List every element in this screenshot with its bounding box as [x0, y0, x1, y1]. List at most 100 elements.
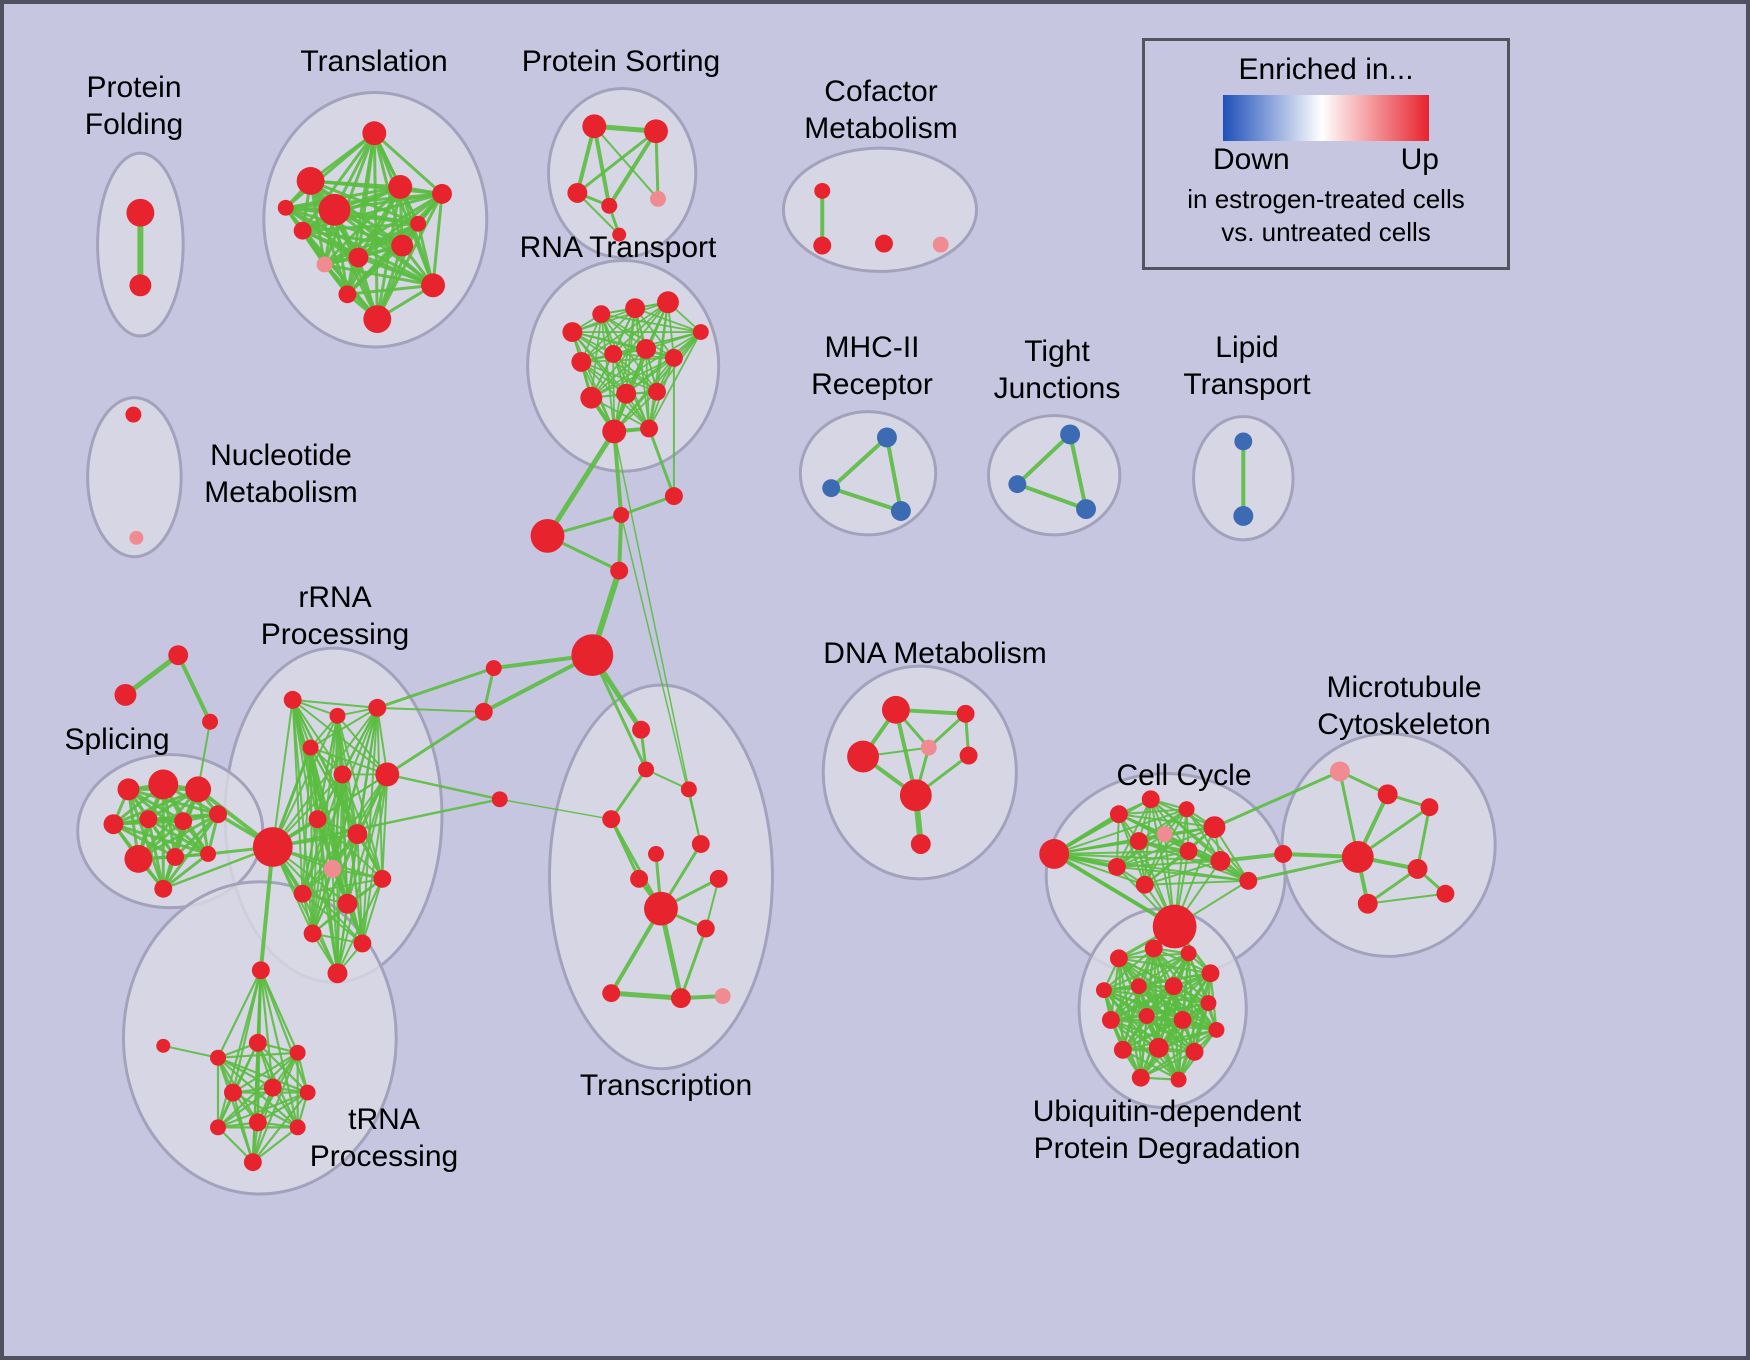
node-connectors-7[interactable]	[491, 791, 508, 808]
node-ubiquitin-7[interactable]	[1200, 995, 1217, 1012]
node-dna-metabolism-6[interactable]	[910, 834, 931, 854]
node-transcription-1[interactable]	[638, 761, 655, 778]
node-rna-transport-13[interactable]	[692, 324, 709, 341]
node-microtubule-5[interactable]	[1407, 858, 1428, 879]
node-ubiquitin-14[interactable]	[1185, 1042, 1204, 1061]
node-connectors-10[interactable]	[202, 713, 219, 730]
node-splicing-4[interactable]	[139, 810, 158, 829]
node-translation-4[interactable]	[432, 183, 452, 204]
node-rna-transport-0[interactable]	[562, 322, 583, 342]
node-splicing-6[interactable]	[209, 805, 227, 824]
node-tight-junctions-1[interactable]	[1008, 475, 1027, 494]
node-transcription-11[interactable]	[714, 988, 731, 1005]
node-rrna-processing-11[interactable]	[337, 893, 358, 914]
node-translation-3[interactable]	[388, 174, 413, 199]
node-nucleotide-metabolism-0[interactable]	[125, 406, 142, 423]
node-transcription-7[interactable]	[691, 835, 710, 853]
node-ubiquitin-16[interactable]	[1170, 1071, 1187, 1088]
node-cofactor-metabolism-0[interactable]	[814, 182, 831, 199]
node-rrna-processing-1[interactable]	[329, 707, 346, 724]
node-connectors-6[interactable]	[474, 702, 493, 721]
node-cell-cycle-10[interactable]	[1135, 875, 1154, 894]
node-transcription-12[interactable]	[696, 919, 715, 938]
node-ubiquitin-4[interactable]	[1095, 982, 1112, 999]
node-translation-6[interactable]	[316, 256, 333, 273]
node-translation-8[interactable]	[391, 234, 414, 257]
node-rrna-processing-0[interactable]	[283, 690, 302, 709]
node-splicing-1[interactable]	[148, 769, 179, 800]
node-ubiquitin-3[interactable]	[1201, 964, 1220, 983]
node-transcription-0[interactable]	[632, 720, 651, 739]
node-rna-transport-5[interactable]	[604, 344, 623, 363]
node-protein-sorting-2[interactable]	[567, 182, 588, 203]
node-translation-11[interactable]	[338, 285, 357, 304]
node-trna-processing-9[interactable]	[289, 1119, 306, 1136]
node-dna-metabolism-3[interactable]	[920, 739, 937, 756]
node-rrna-processing-12[interactable]	[373, 869, 392, 888]
node-protein-sorting-5[interactable]	[612, 227, 627, 242]
node-transcription-3[interactable]	[602, 810, 621, 829]
node-rna-transport-9[interactable]	[616, 383, 637, 404]
node-rrna-processing-9[interactable]	[323, 859, 342, 878]
node-connectors-9[interactable]	[114, 683, 137, 706]
node-rna-transport-12[interactable]	[640, 419, 658, 438]
node-rna-transport-7[interactable]	[664, 348, 683, 367]
node-trna-processing-5[interactable]	[263, 1078, 282, 1097]
node-connectors-4[interactable]	[571, 634, 614, 677]
node-splicing-10[interactable]	[154, 879, 173, 898]
node-trna-processing-10[interactable]	[243, 1153, 262, 1172]
node-dna-metabolism-2[interactable]	[847, 740, 879, 773]
node-transcription-2[interactable]	[680, 781, 697, 798]
node-rrna-processing-10[interactable]	[293, 884, 312, 903]
node-ubiquitin-13[interactable]	[1148, 1037, 1169, 1058]
node-ubiquitin-5[interactable]	[1130, 978, 1147, 995]
node-microtubule-2[interactable]	[1420, 798, 1439, 817]
node-connectors-8[interactable]	[168, 645, 189, 666]
node-protein-sorting-1[interactable]	[644, 119, 668, 144]
node-microtubule-4[interactable]	[1341, 841, 1374, 873]
node-cell-cycle-2[interactable]	[1141, 790, 1160, 809]
node-cell-cycle-4[interactable]	[1203, 816, 1226, 839]
node-transcription-10[interactable]	[670, 988, 691, 1009]
node-connectors-2[interactable]	[664, 487, 683, 506]
node-microtubule-0[interactable]	[1329, 761, 1350, 782]
node-ubiquitin-15[interactable]	[1131, 1068, 1150, 1087]
node-mhc-ii-receptor-1[interactable]	[822, 479, 841, 498]
node-cell-cycle-6[interactable]	[1156, 826, 1173, 843]
node-rrna-processing-14[interactable]	[353, 934, 372, 953]
node-trna-processing-2[interactable]	[248, 1033, 267, 1052]
node-translation-13[interactable]	[277, 199, 294, 216]
node-mhc-ii-receptor-2[interactable]	[890, 501, 911, 521]
node-splicing-5[interactable]	[174, 812, 193, 831]
node-trna-processing-3[interactable]	[289, 1044, 306, 1061]
node-splicing-2[interactable]	[185, 776, 212, 803]
node-rrna-processing-2[interactable]	[368, 698, 387, 717]
node-translation-12[interactable]	[410, 215, 427, 232]
node-microtubule-7[interactable]	[1357, 893, 1378, 914]
node-rna-transport-3[interactable]	[657, 291, 679, 314]
node-translation-5[interactable]	[293, 221, 312, 240]
node-translation-9[interactable]	[421, 273, 445, 298]
node-rna-transport-11[interactable]	[602, 419, 627, 444]
node-rna-transport-1[interactable]	[592, 305, 611, 324]
node-connectors-0[interactable]	[530, 518, 565, 553]
node-trna-processing-6[interactable]	[299, 1084, 316, 1101]
node-trna-processing-4[interactable]	[223, 1083, 242, 1102]
node-lipid-transport-0[interactable]	[1234, 432, 1253, 451]
node-ubiquitin-10[interactable]	[1173, 1011, 1192, 1029]
node-ubiquitin-2[interactable]	[1180, 945, 1197, 962]
node-splicing-0[interactable]	[117, 778, 140, 801]
node-splicing-3[interactable]	[103, 814, 124, 835]
node-transcription-5[interactable]	[630, 869, 649, 888]
node-tight-junctions-2[interactable]	[1076, 499, 1096, 519]
node-protein-folding-0[interactable]	[126, 198, 155, 227]
node-microtubule-6[interactable]	[1436, 884, 1455, 903]
node-ubiquitin-12[interactable]	[1113, 1040, 1132, 1059]
node-translation-1[interactable]	[296, 167, 325, 195]
node-rna-transport-4[interactable]	[571, 351, 592, 372]
node-rrna-processing-5[interactable]	[375, 762, 400, 787]
node-dna-metabolism-5[interactable]	[899, 779, 932, 812]
node-splicing-8[interactable]	[166, 848, 185, 866]
node-rna-transport-8[interactable]	[580, 386, 603, 409]
node-ubiquitin-0[interactable]	[1109, 949, 1128, 968]
